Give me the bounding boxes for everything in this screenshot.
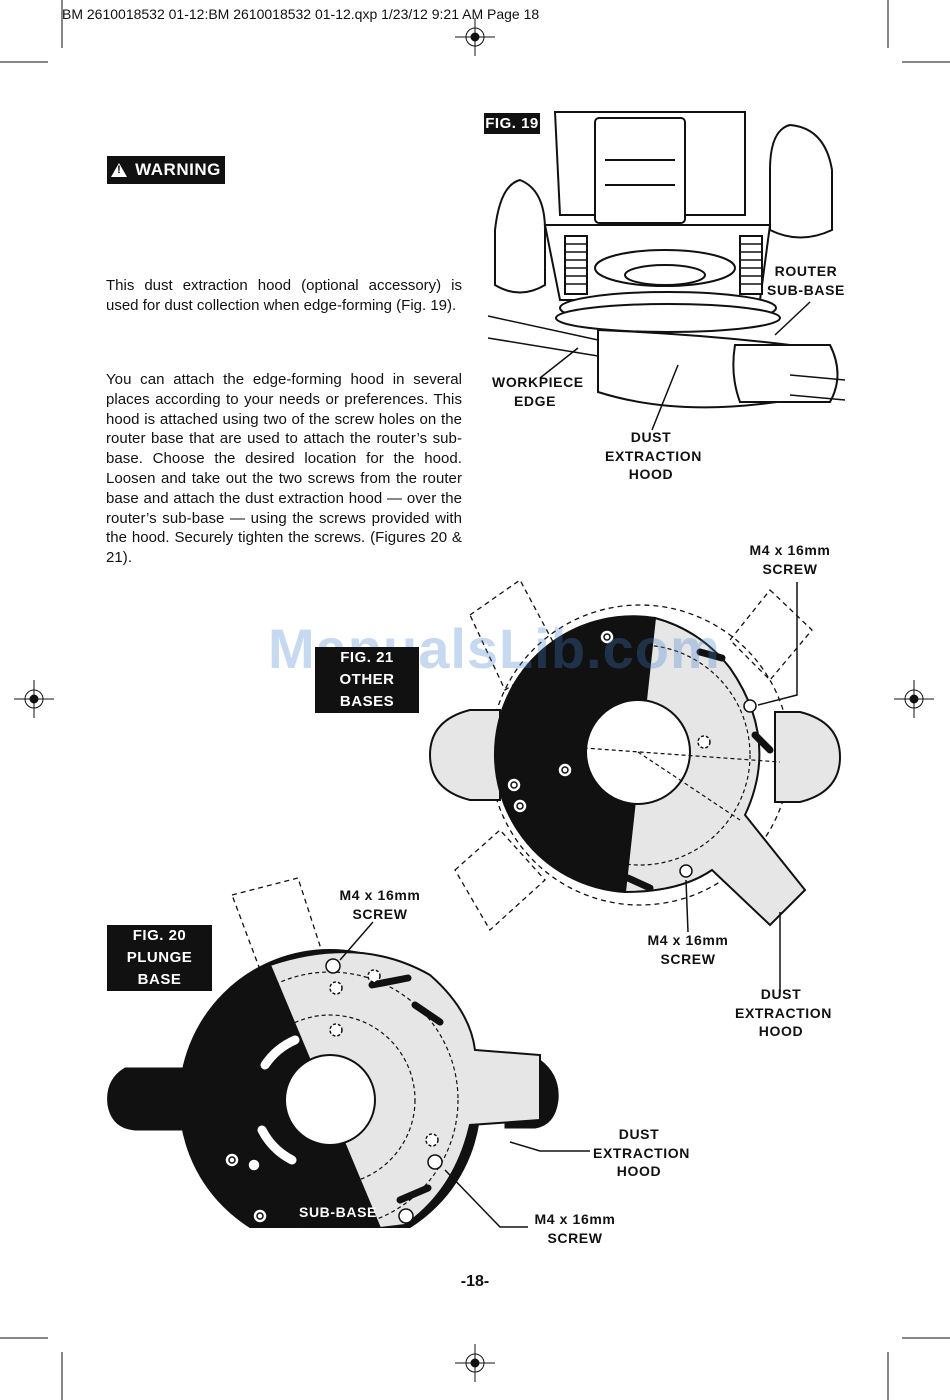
warning-triangle-icon [111, 163, 128, 177]
registration-mark-top [455, 18, 495, 56]
fig19-label-dust-hood: DUST EXTRACTION HOOD [605, 429, 702, 482]
warning-badge: WARNING [107, 156, 225, 184]
registration-mark-left [14, 680, 54, 718]
fig21-tag: FIG. 21 OTHER BASES [315, 647, 419, 713]
fig19-label-router-sub-base: ROUTER SUB-BASE [767, 263, 845, 298]
warning-label: WARNING [135, 160, 221, 179]
paragraph-instructions: You can attach the edge-forming hood in … [106, 371, 462, 567]
fig21-label-screw-bottom: M4 x 16mm SCREW [647, 932, 729, 967]
print-slug-header: BM 2610018532 01-12:BM 2610018532 01-12.… [62, 6, 540, 22]
fig20-label-dust-hood: DUST EXTRACTION HOOD [593, 1126, 690, 1179]
fig21-label-dust-hood: DUST EXTRACTION HOOD [735, 986, 832, 1039]
page-number: -18- [460, 1273, 490, 1290]
fig21-label-screw-top: M4 x 16mm SCREW [749, 542, 831, 577]
fig19-tag: FIG. 19 [484, 113, 540, 134]
paragraph-intro: This dust extraction hood (optional acce… [106, 277, 462, 314]
registration-mark-right [894, 680, 934, 718]
fig20-label-sub-base: SUB-BASE [299, 1204, 377, 1220]
fig20-tag: FIG. 20 PLUNGE BASE [107, 925, 212, 991]
fig19-label-workpiece-edge: WORKPIECE EDGE [492, 374, 584, 409]
fig20-label-screw-bottom: M4 x 16mm SCREW [534, 1211, 616, 1246]
registration-mark-bottom [455, 1344, 495, 1382]
fig20-label-screw-top: M4 x 16mm SCREW [339, 887, 421, 922]
